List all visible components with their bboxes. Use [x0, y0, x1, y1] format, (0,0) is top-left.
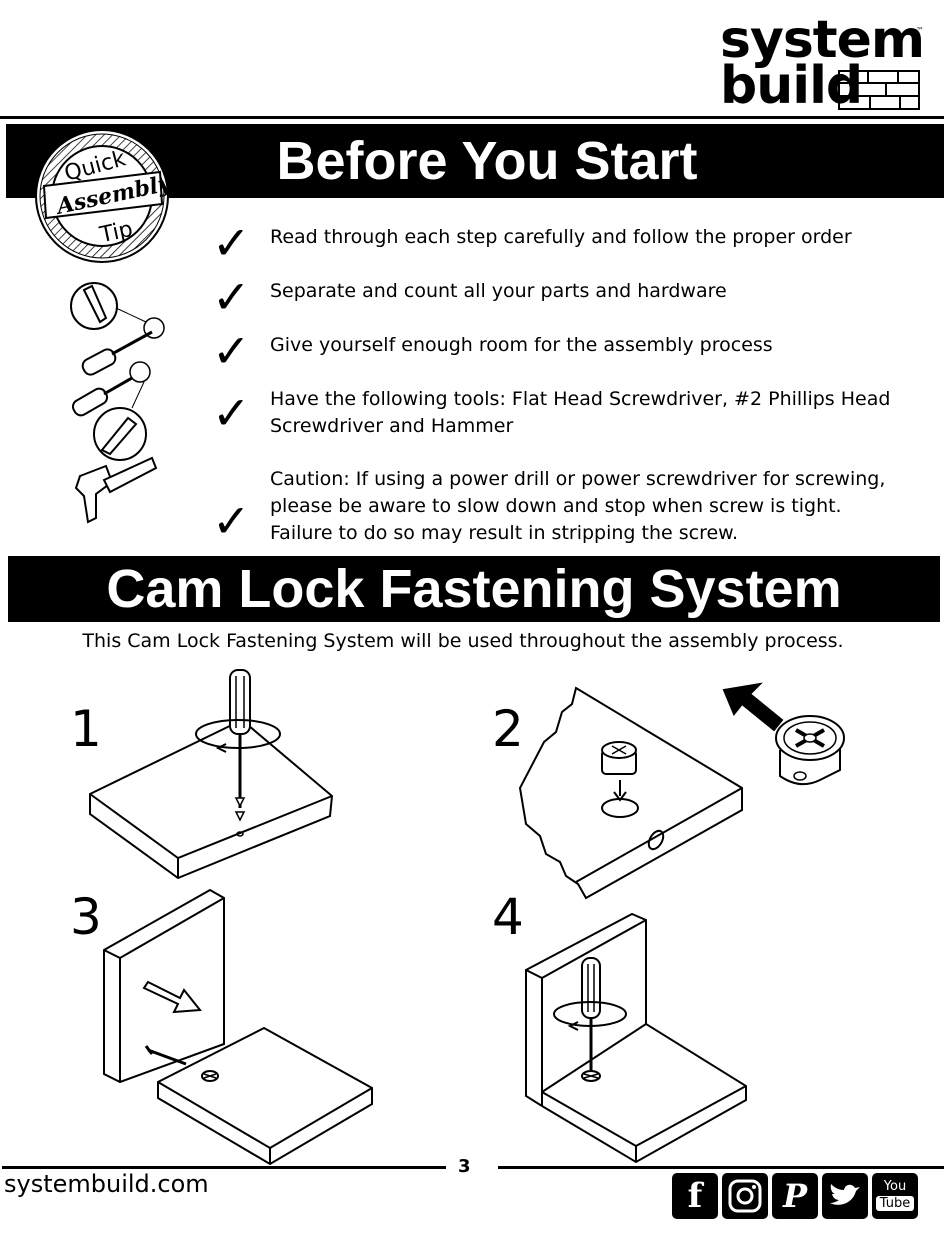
hammer-icon	[74, 456, 158, 524]
twitter-icon[interactable]	[822, 1173, 868, 1219]
checklist-item: ✓ Caution: If using a power drill or pow…	[212, 466, 912, 550]
facebook-icon[interactable]: f	[672, 1173, 718, 1219]
arrow-icon	[722, 682, 784, 732]
arrow-icon	[142, 980, 202, 1014]
phillips-screwdriver-icon	[71, 361, 151, 461]
flat-head-screwdriver-icon	[70, 282, 165, 376]
checkmark-icon: ✓	[212, 386, 251, 440]
checklist-text: Separate and count all your parts and ha…	[270, 280, 727, 302]
step-4-illustration	[525, 912, 747, 1164]
youtube-icon[interactable]: You Tube	[872, 1173, 918, 1219]
checkmark-icon: ✓	[212, 324, 251, 378]
cam-lock-intro: This Cam Lock Fastening System will be u…	[82, 630, 844, 652]
badge-circle-icon	[35, 129, 169, 263]
step-2-illustration	[518, 686, 743, 900]
quick-assembly-tip-badge: Quick Assembly Tip	[34, 128, 173, 264]
checkmark-icon: ✓	[212, 270, 251, 324]
checklist-item: ✓ Give yourself enough room for the asse…	[212, 328, 912, 378]
website-link[interactable]: systembuild.com	[4, 1170, 209, 1198]
step-number-2: 2	[492, 700, 524, 758]
logo-bricks-icon	[838, 70, 920, 110]
checkmark-icon: ✓	[212, 494, 251, 548]
step-3-illustration	[103, 888, 373, 1166]
cam-lock-detail-illustration	[722, 682, 845, 786]
checklist-item: ✓ Read through each step carefully and f…	[212, 220, 912, 270]
page-number: 3	[458, 1156, 471, 1177]
instagram-icon[interactable]	[722, 1173, 768, 1219]
checklist-text: Give yourself enough room for the assemb…	[270, 334, 773, 356]
checklist-text: Read through each step carefully and fol…	[270, 226, 852, 248]
brand-logo: system build ™	[718, 14, 928, 112]
logo-word-system: system	[720, 10, 925, 70]
checklist-item: ✓ Separate and count all your parts and …	[212, 274, 912, 324]
step-number-3: 3	[70, 888, 102, 946]
checkmark-icon: ✓	[212, 216, 251, 270]
youtube-label-tube: Tube	[876, 1196, 914, 1211]
pinterest-icon[interactable]: P	[772, 1173, 818, 1219]
youtube-label-you: You	[883, 1179, 907, 1194]
footer-rule-left	[2, 1166, 446, 1169]
checklist-item: ✓ Have the following tools: Flat Head Sc…	[212, 386, 912, 446]
footer-rule-right	[498, 1166, 944, 1169]
header-rule	[0, 116, 944, 119]
logo-trademark: ™	[916, 26, 924, 35]
checklist-text: Caution: If using a power drill or power…	[270, 468, 886, 544]
step-number-1: 1	[70, 700, 102, 758]
step-number-4: 4	[492, 888, 524, 946]
tools-illustration	[70, 282, 165, 524]
checklist-text: Have the following tools: Flat Head Scre…	[270, 388, 891, 437]
step-1-illustration	[89, 669, 334, 880]
section-title-cam-lock: Cam Lock Fastening System	[8, 556, 940, 622]
